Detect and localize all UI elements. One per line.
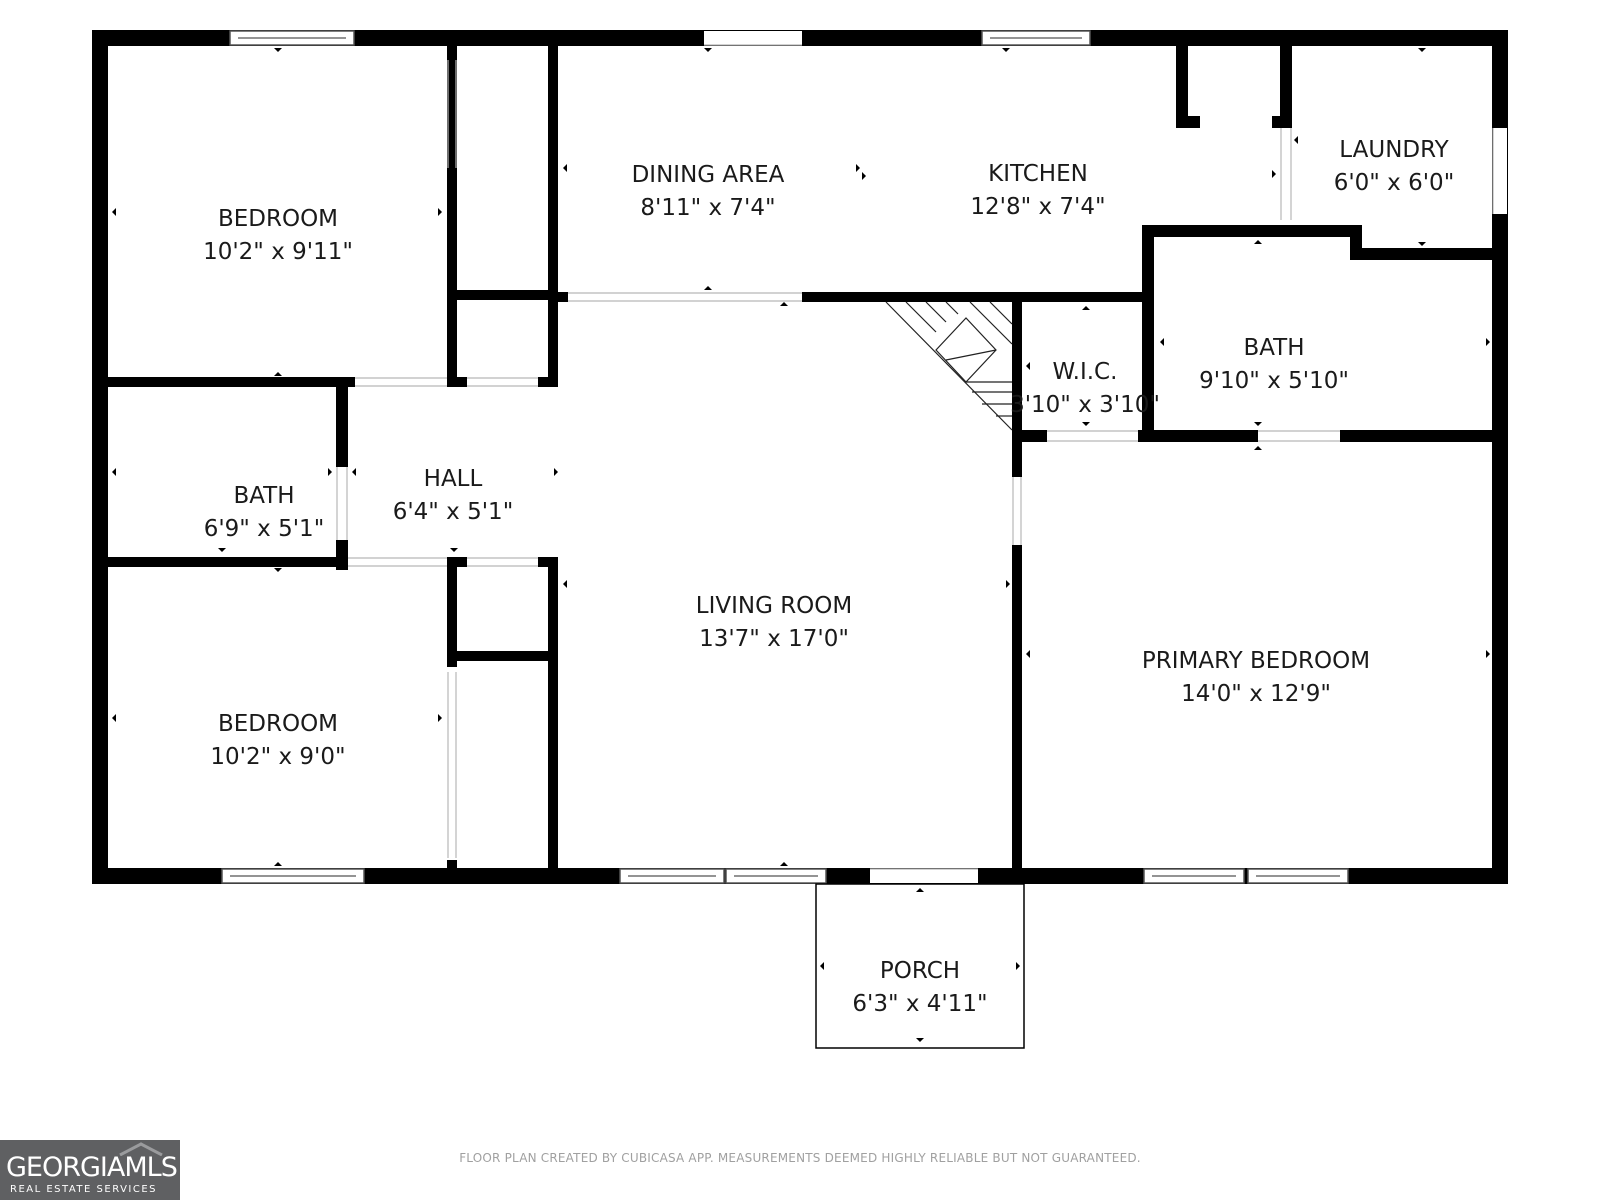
room-name: BEDROOM — [218, 206, 338, 232]
room-bedroom-top: BEDROOM 10'2" x 9'11" — [203, 206, 353, 265]
windows — [221, 30, 1349, 884]
room-name: KITCHEN — [988, 161, 1088, 187]
room-name: PRIMARY BEDROOM — [1142, 648, 1370, 674]
interior-walls — [100, 46, 1500, 877]
room-porch: PORCH 6'3" x 4'11" — [852, 958, 987, 1017]
window-primary-left — [1143, 868, 1245, 884]
georgia-mls-logo: GEORGIAMLS REAL ESTATE SERVICES — [0, 1140, 180, 1200]
room-dimensions: 8'11" x 7'4" — [640, 195, 775, 221]
dimension-markers — [112, 48, 1490, 1042]
room-name: LIVING ROOM — [696, 593, 853, 619]
room-name: HALL — [424, 466, 483, 492]
disclaimer-note: FLOOR PLAN CREATED BY CUBICASA APP. MEAS… — [459, 1151, 1141, 1165]
room-dimensions: 6'9" x 5'1" — [204, 516, 325, 542]
roof-icon — [119, 1142, 163, 1156]
room-bath-primary: BATH 9'10" x 5'10" — [1199, 335, 1349, 394]
room-name: PORCH — [880, 958, 960, 984]
room-dimensions: 12'8" x 7'4" — [970, 194, 1105, 220]
logo-wordmark: GEORGIAMLS — [6, 1152, 178, 1183]
room-bedroom-bottom: BEDROOM 10'2" x 9'0" — [210, 711, 345, 770]
room-name: DINING AREA — [632, 162, 785, 188]
room-name: BEDROOM — [218, 711, 338, 737]
stairs — [885, 301, 1013, 431]
room-dimensions: 10'2" x 9'0" — [210, 744, 345, 770]
room-dimensions: 9'10" x 5'10" — [1199, 368, 1349, 394]
room-living-room: LIVING ROOM 13'7" x 17'0" — [696, 593, 853, 652]
room-dimensions: 14'0" x 12'9" — [1181, 681, 1331, 707]
window-primary-right — [1247, 868, 1349, 884]
room-name: W.I.C. — [1053, 359, 1118, 385]
room-dimensions: 13'7" x 17'0" — [699, 626, 849, 652]
window-living-right — [725, 868, 827, 884]
room-dimensions: 6'3" x 4'11" — [852, 991, 987, 1017]
room-dimensions: 6'0" x 6'0" — [1334, 170, 1455, 196]
room-name: LAUNDRY — [1339, 137, 1449, 163]
window-living-left — [619, 868, 725, 884]
room-kitchen: KITCHEN 12'8" x 7'4" — [970, 161, 1105, 220]
room-wic: W.I.C. 3'10" x 3'10" — [1010, 359, 1160, 418]
window-top-bedroom — [229, 30, 355, 46]
room-name: BATH — [233, 483, 294, 509]
room-laundry: LAUNDRY 6'0" x 6'0" — [1334, 137, 1455, 196]
room-dimensions: 10'2" x 9'11" — [203, 239, 353, 265]
room-name: BATH — [1243, 335, 1304, 361]
logo-tagline: REAL ESTATE SERVICES — [10, 1184, 158, 1195]
room-dimensions: 6'4" x 5'1" — [393, 499, 514, 525]
window-kitchen — [981, 30, 1091, 46]
room-hall: HALL 6'4" x 5'1" — [393, 466, 514, 525]
door-openings — [336, 31, 1507, 883]
room-primary-bedroom: PRIMARY BEDROOM 14'0" x 12'9" — [1142, 648, 1370, 707]
room-bath-hall: BATH 6'9" x 5'1" — [204, 483, 325, 542]
room-dimensions: 3'10" x 3'10" — [1010, 392, 1160, 418]
porch-outline — [815, 883, 1025, 1049]
window-bottom-bedroom — [221, 868, 365, 884]
room-dining-area: DINING AREA 8'11" x 7'4" — [632, 162, 785, 221]
